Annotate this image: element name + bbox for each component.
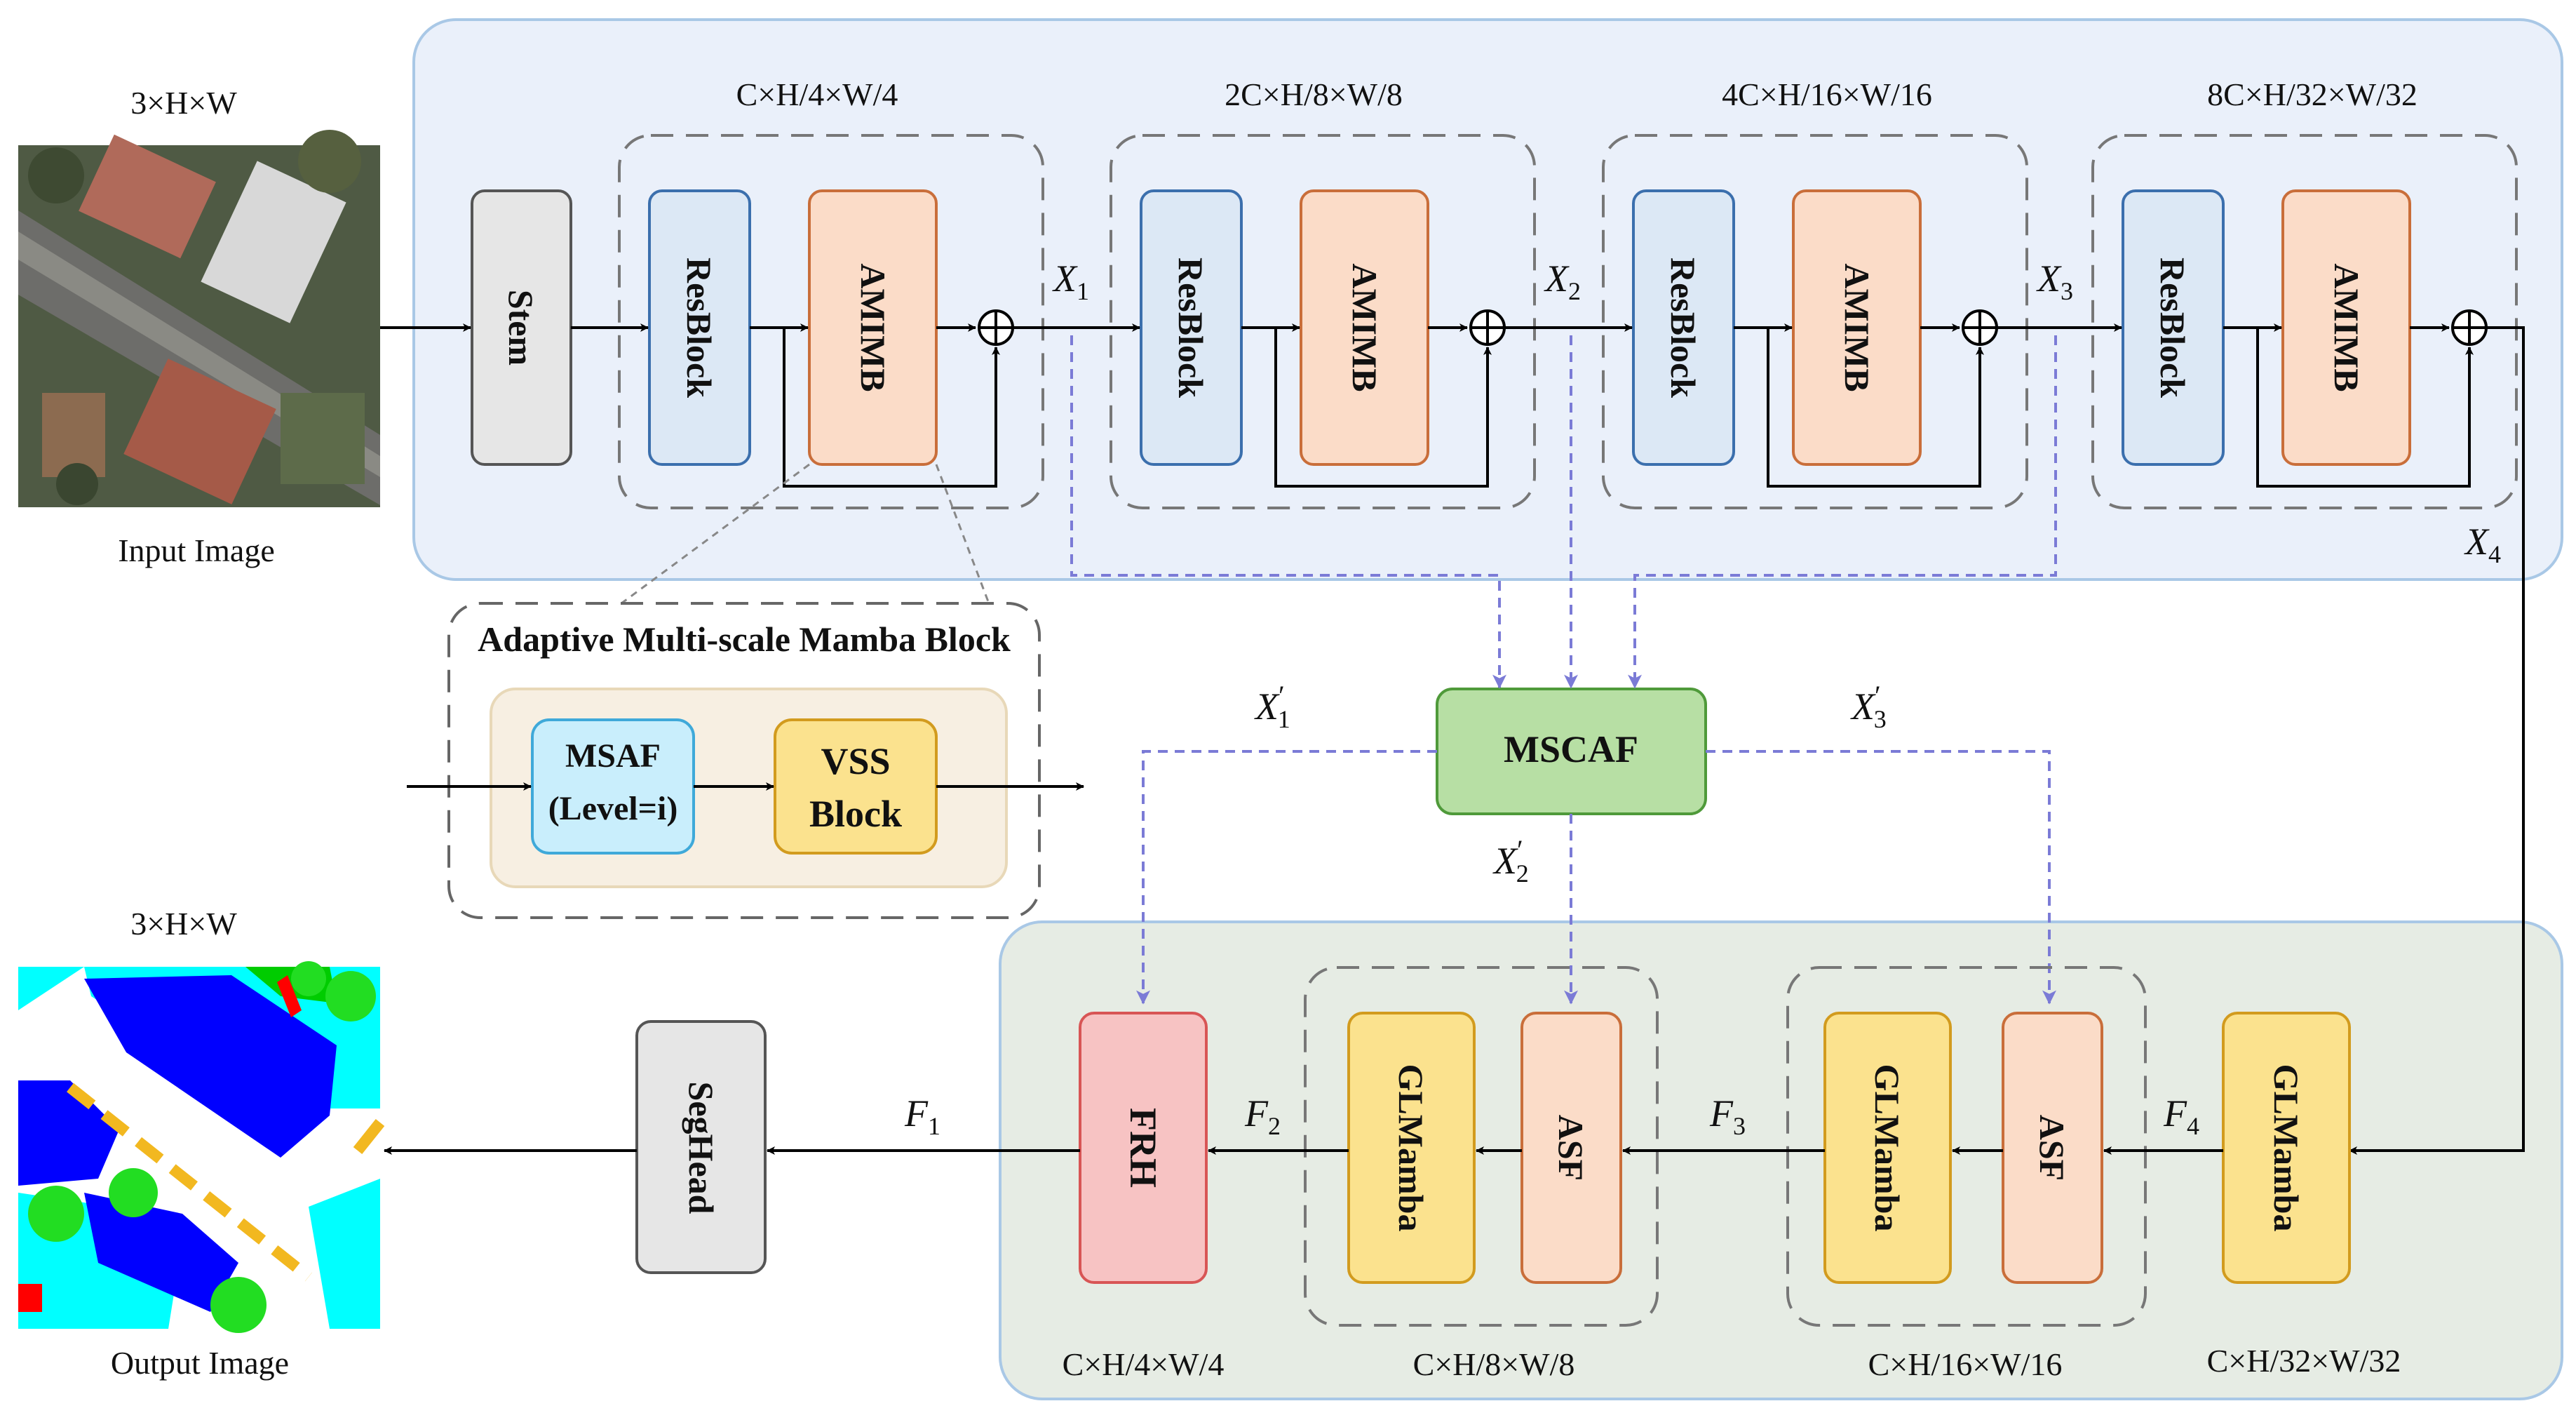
decoder-stage-3-dashed-box (1786, 966, 2147, 1327)
frh-label: FRH (1122, 1108, 1164, 1188)
dec-dims-1: C×H/4×W/4 (1063, 1346, 1225, 1382)
asf-2 (1520, 1012, 1622, 1284)
frh-block (1079, 1012, 1208, 1284)
resblock-3-label: ResBlock (1664, 257, 1703, 398)
zoom-lines (621, 463, 990, 605)
glmamba-3 (1823, 1012, 1952, 1284)
x3-label: X3 (2036, 257, 2073, 305)
f2-label: F2 (1244, 1092, 1281, 1140)
vss-label: VSS (821, 740, 890, 782)
seghead-block (635, 1020, 767, 1274)
dec-dims-2: C×H/8×W/8 (1413, 1346, 1575, 1382)
f1-label: F1 (904, 1092, 940, 1140)
amimb-3-label: AMIMB (1837, 263, 1877, 391)
inset-dashed-box (447, 602, 1041, 919)
inset-title: Adaptive Multi-scale Mamba Block (478, 619, 1011, 659)
enc-dims-2: 2C×H/8×W/8 (1225, 76, 1403, 112)
output-dims: 3×H×W (130, 906, 237, 942)
glmamba-2 (1347, 1012, 1476, 1284)
asf-3-label: ASF (2032, 1115, 2072, 1181)
amimb-2-label: AMIMB (1345, 263, 1384, 391)
skip-connections (1070, 335, 2057, 1005)
resblock-1-label: ResBlock (680, 257, 719, 398)
resblock-2-label: ResBlock (1171, 257, 1211, 398)
amimb-4-label: AMIMB (2327, 263, 2366, 391)
stage-3-dashed-box (1602, 134, 2028, 509)
encoder-stage-1: ResBlock AMIMB (618, 134, 1044, 509)
x1-label: X1 (1052, 257, 1089, 305)
enc-dims-3: 4C×H/16×W/16 (1722, 76, 1932, 112)
sum-nodes (978, 309, 2488, 346)
f4-label: F4 (2163, 1092, 2199, 1140)
input-dims: 3×H×W (130, 85, 237, 121)
stem-label: Stem (501, 290, 541, 366)
mscaf-label: MSCAF (1504, 728, 1638, 770)
output-label: Output Image (111, 1345, 289, 1381)
glmamba-4 (2222, 1012, 2351, 1284)
x1-prime-label: X′1 (1254, 680, 1290, 733)
seghead-label: SegHead (682, 1082, 721, 1214)
encoder-flow-arrows (380, 323, 2525, 1155)
output-segmentation-image (18, 961, 385, 1333)
input-aerial-image (18, 130, 380, 507)
encoder-stage-3: ResBlock AMIMB (1602, 134, 2028, 509)
x2-prime-label: X′2 (1492, 834, 1529, 887)
glmamba-4-label: GLMamba (2267, 1064, 2306, 1232)
dec-dims-3: C×H/16×W/16 (1868, 1346, 2063, 1382)
asf-3 (2002, 1012, 2103, 1284)
glmamba-3-label: GLMamba (1868, 1064, 1907, 1232)
f3-label: F3 (1709, 1092, 1746, 1140)
vss-block-label: Block (809, 793, 902, 835)
stage-4-dashed-box (2091, 134, 2518, 509)
x2-label: X2 (1544, 257, 1581, 305)
enc-dims-1: C×H/4×W/4 (736, 76, 898, 112)
msaf-level-label: (Level=i) (548, 790, 678, 827)
enc-dims-4: 8C×H/32×W/32 (2207, 76, 2417, 112)
stage-2-dashed-box (1110, 134, 1536, 509)
amimb-1-label: AMIMB (854, 263, 893, 391)
dec-dims-4: C×H/32×W/32 (2207, 1343, 2401, 1379)
glmamba-2-label: GLMamba (1391, 1064, 1431, 1232)
stage-1-dashed-box (618, 134, 1044, 509)
input-label: Input Image (118, 532, 275, 568)
resblock-4-label: ResBlock (2153, 257, 2192, 398)
encoder-stage-2: ResBlock AMIMB (1110, 134, 1536, 509)
msaf-label: MSAF (565, 737, 661, 775)
x4-label: X4 (2464, 521, 2501, 568)
asf-2-label: ASF (1551, 1115, 1591, 1181)
amimb-inset: Adaptive Multi-scale Mamba Block MSAF (L… (407, 602, 1084, 919)
decoder-stage-2-dashed-box (1304, 966, 1659, 1327)
x3-prime-label: X′3 (1850, 680, 1887, 733)
